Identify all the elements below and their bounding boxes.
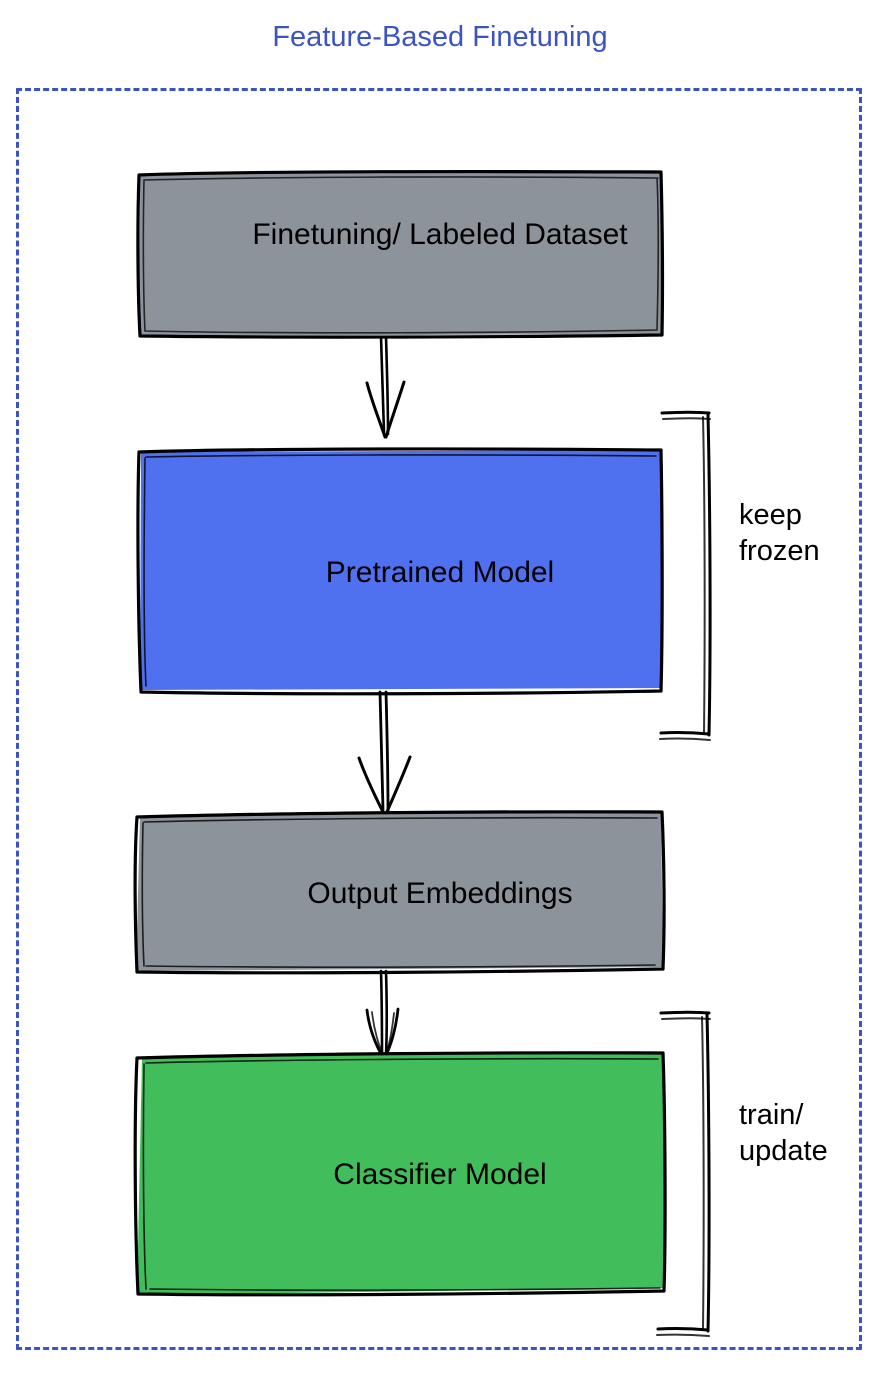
annotation-keep-frozen: keep frozen: [739, 499, 820, 567]
page-title: Feature-Based Finetuning: [272, 21, 608, 53]
diagram-container-frame: [16, 88, 862, 1350]
annotation-train-update: train/ update: [739, 1099, 828, 1167]
